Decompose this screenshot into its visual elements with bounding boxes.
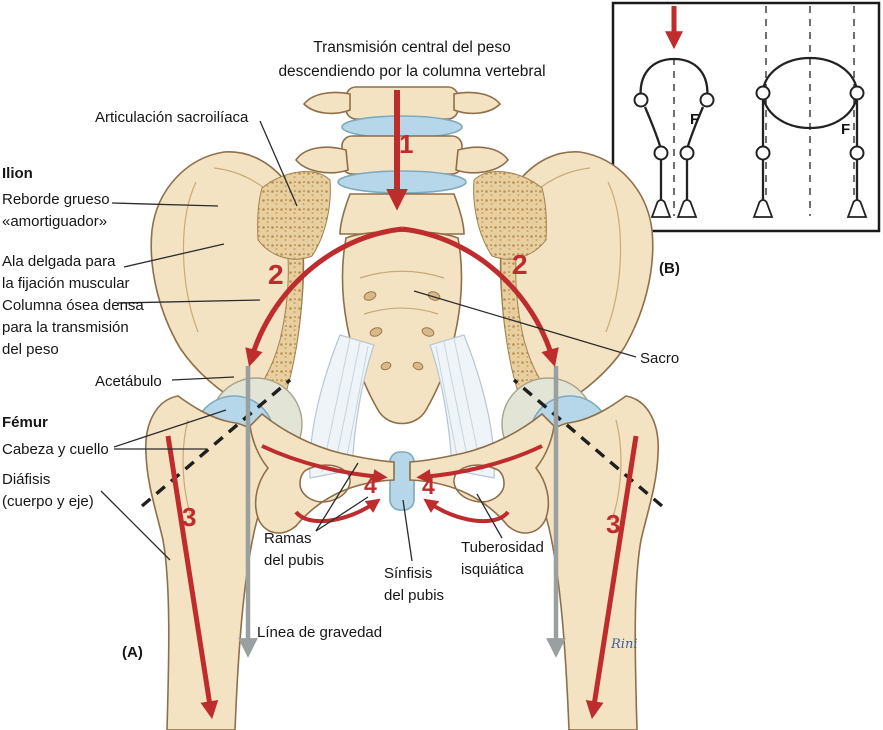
- vertebral-column: [337, 86, 467, 259]
- label-pubic-symphysis: Sínfisis del pubis: [384, 565, 445, 604]
- step-number-1: 1: [399, 129, 414, 159]
- step-number-4-right: 4: [422, 473, 435, 499]
- label-pubic-rami: Ramas del pubis: [264, 530, 325, 569]
- label-diaphysis: Diáfisis (cuerpo y eje): [2, 471, 94, 510]
- panel-a-label: (A): [122, 644, 143, 661]
- inset-frame: [611, 1, 881, 233]
- label-dense-column: Columna ósea densa para la transmisión d…: [2, 297, 144, 358]
- disc-icon: [337, 170, 467, 194]
- force-label-ring: F: [841, 121, 851, 138]
- inset-panel-b: [611, 1, 881, 233]
- pubic-symphysis-disc: [389, 451, 415, 511]
- pelvis-left-half: [140, 91, 403, 730]
- label-acetabulum: Acetábulo: [95, 373, 162, 390]
- panel-b-label: (B): [659, 260, 680, 277]
- label-thin-wing: Ala delgada para la fijación muscular: [2, 253, 130, 292]
- label-head-neck: Cabeza y cuello: [2, 441, 109, 458]
- label-ischial-tuberosity: Tuberosidad isquiática: [461, 539, 544, 578]
- superior-ramus-arrow-icon: [261, 444, 388, 484]
- step-number-3-left: 3: [182, 502, 197, 532]
- step-number-2-right: 2: [512, 249, 528, 280]
- arch-schematic: [633, 6, 715, 218]
- femoral-neck-axis: [140, 378, 292, 508]
- label-thick-rim: Reborde grueso «amortiguador»: [2, 191, 110, 230]
- femur-force-arrow-icon: [165, 435, 219, 720]
- step-number-2-left: 2: [268, 259, 284, 290]
- step-number-3-right: 3: [606, 509, 621, 539]
- sacrum-bone: [341, 230, 463, 425]
- inferior-ramus-arrow-icon: [294, 498, 381, 524]
- ring-schematic: [752, 6, 868, 218]
- artist-signature: Rini: [611, 637, 638, 652]
- label-sacrum: Sacro: [640, 350, 680, 367]
- label-ilium-heading: Ilion: [2, 165, 33, 182]
- label-femur-heading: Fémur: [2, 414, 48, 431]
- label-gravity-line: Línea de gravedad: [257, 624, 383, 641]
- arch-force-arrow-icon: [245, 226, 403, 367]
- step-number-4-left: 4: [364, 472, 377, 498]
- force-label-arch: F: [690, 111, 700, 128]
- figure-title: Transmisión central del peso descendiend…: [278, 39, 546, 81]
- label-sacroiliac-joint: Articulación sacroilíaca: [95, 109, 249, 126]
- leader-lines: [100, 120, 637, 562]
